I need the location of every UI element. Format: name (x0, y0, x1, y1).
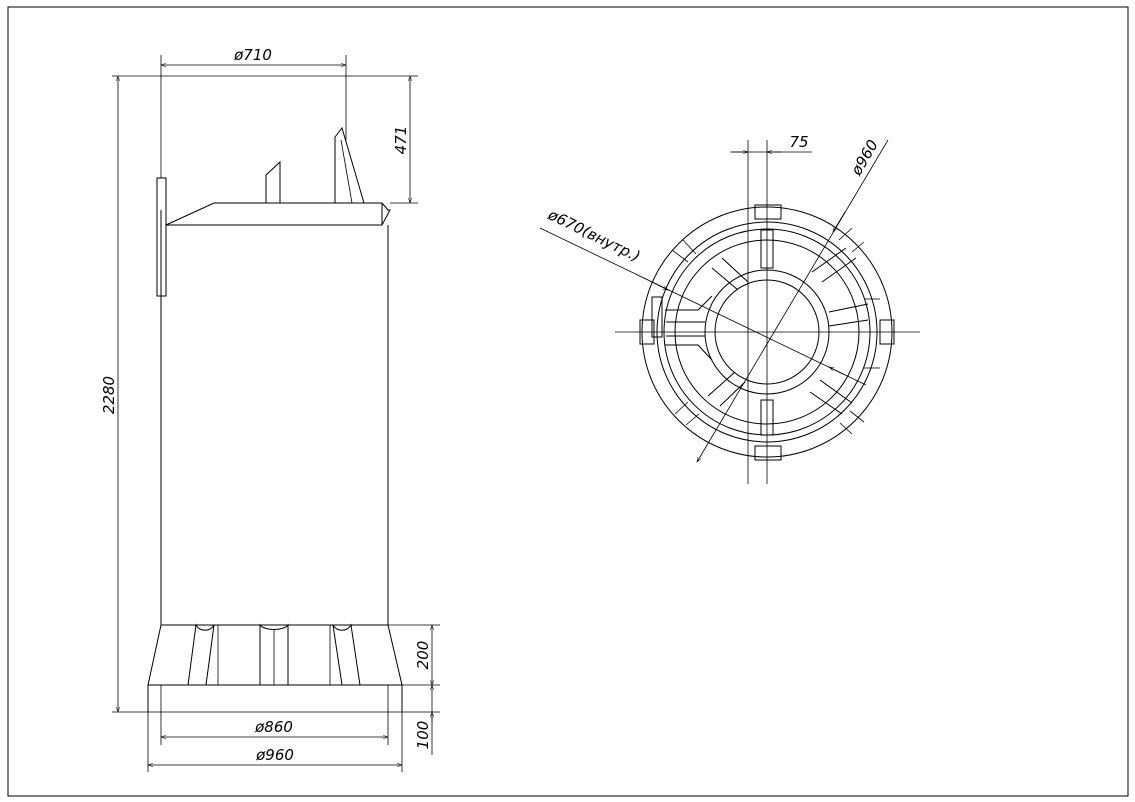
dim-960-top-label: ø960 (847, 137, 882, 180)
top-view: 75 ø960 ø670(внутр.) (539, 133, 920, 484)
dim-860-label: ø860 (254, 718, 293, 736)
top-cover (165, 202, 391, 226)
dim-710-label: ø710 (233, 46, 272, 64)
side-view: ø710 471 2280 200 100 ø860 ø960 (100, 46, 440, 772)
notch-3 (838, 227, 853, 241)
notch-2 (682, 239, 697, 255)
notch-1 (671, 249, 689, 263)
dim-960-top-arrow-end (832, 211, 846, 233)
dim-960-label: ø960 (255, 746, 294, 764)
dim-670-arrow-right (828, 366, 846, 376)
neck-pipe (334, 126, 365, 204)
base-rib-2 (259, 623, 289, 686)
notch-6 (839, 422, 853, 435)
small-pipe (265, 160, 281, 203)
side-nozzle-plate (156, 177, 167, 297)
dim-471-label: 471 (392, 126, 410, 155)
dim-2280-label: 2280 (100, 376, 118, 414)
dim-670-label: ø670(внутр.) (544, 205, 643, 265)
spoke-left-upper (665, 295, 713, 311)
base-rib-3 (332, 623, 361, 686)
spoke-bottom-right (809, 379, 853, 415)
spoke-top-right (811, 247, 857, 283)
notch-8 (685, 413, 700, 426)
lug-left-upper (651, 296, 663, 338)
lug-top (754, 204, 782, 220)
spoke-top-left (711, 257, 749, 291)
base-cone (147, 624, 403, 686)
dim-75-label: 75 (789, 133, 808, 151)
base-rib-1 (187, 623, 215, 686)
spoke-right (828, 303, 869, 327)
dim-100-label: 100 (414, 721, 432, 750)
dim-960-top-leader (696, 139, 889, 463)
drawing-frame (7, 6, 1129, 797)
dim-200-label: 200 (414, 641, 432, 670)
dim-670-leader (539, 227, 867, 386)
lug-bottom (754, 445, 782, 461)
spoke-left (666, 321, 705, 337)
notch-5 (849, 410, 865, 423)
dim-670-arrow-left (649, 280, 669, 291)
spoke-bottom-left (707, 371, 746, 407)
spoke-left-lower (665, 344, 713, 361)
notch-7 (674, 401, 689, 415)
neck-pipe-inner (340, 139, 353, 204)
notch-4 (851, 241, 865, 253)
